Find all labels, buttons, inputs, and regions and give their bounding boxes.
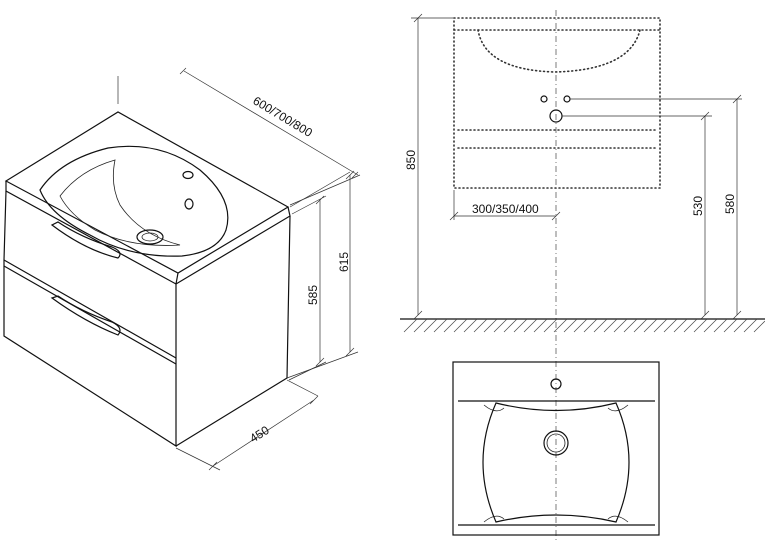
drain-top-inner (546, 433, 566, 453)
basin-inner-top (483, 404, 629, 523)
drain-hole-inner (141, 232, 159, 242)
lower-drawer-handle (50, 295, 121, 336)
faucet-hole (182, 170, 194, 180)
upper-drawer-handle (50, 221, 121, 259)
overflow-hole (184, 198, 194, 210)
basin-top-rim (458, 400, 655, 526)
countertop-outline-top (452, 361, 660, 536)
drawer-gap (3, 259, 177, 365)
top-view (452, 361, 660, 536)
drain-hole (136, 229, 164, 245)
basin-bowl-top (482, 402, 630, 523)
supply-height-dimension (570, 94, 742, 320)
countertop-front-edge (5, 181, 291, 285)
countertop-top-face (4, 111, 290, 274)
supply-height-label: 580 (723, 194, 737, 214)
isometric-view: 600/700/800 615 585 450 (3, 67, 361, 471)
cabinet-front (3, 190, 177, 448)
vanity-height-dimension (411, 13, 454, 320)
drain-offset-dimension (449, 190, 561, 221)
supply-valve-left (540, 95, 548, 103)
width-dimension-line (117, 67, 359, 208)
cabinet-outline-hidden (453, 17, 661, 189)
height-615-dimension (286, 170, 361, 379)
vanity-height-label: 850 (404, 150, 418, 170)
depth-label: 450 (247, 423, 272, 446)
basin-outline (39, 145, 229, 257)
floor-hatch (403, 318, 765, 333)
height-585-dimension (288, 195, 327, 381)
drain-height-dimension (562, 111, 712, 320)
supply-valve-right (563, 95, 571, 103)
drain-top (543, 430, 569, 456)
drain-height-label: 530 (691, 196, 705, 216)
drain-offset-label: 300/350/400 (472, 202, 539, 216)
height-615-label: 615 (337, 252, 351, 272)
basin-hidden-bowl (477, 29, 641, 73)
faucet-hole-top (550, 378, 562, 390)
front-elevation: 850 530 580 300/350/400 (400, 10, 765, 540)
height-585-label: 585 (306, 285, 320, 305)
depth-dimension (175, 379, 319, 471)
basin-inner (59, 159, 181, 246)
